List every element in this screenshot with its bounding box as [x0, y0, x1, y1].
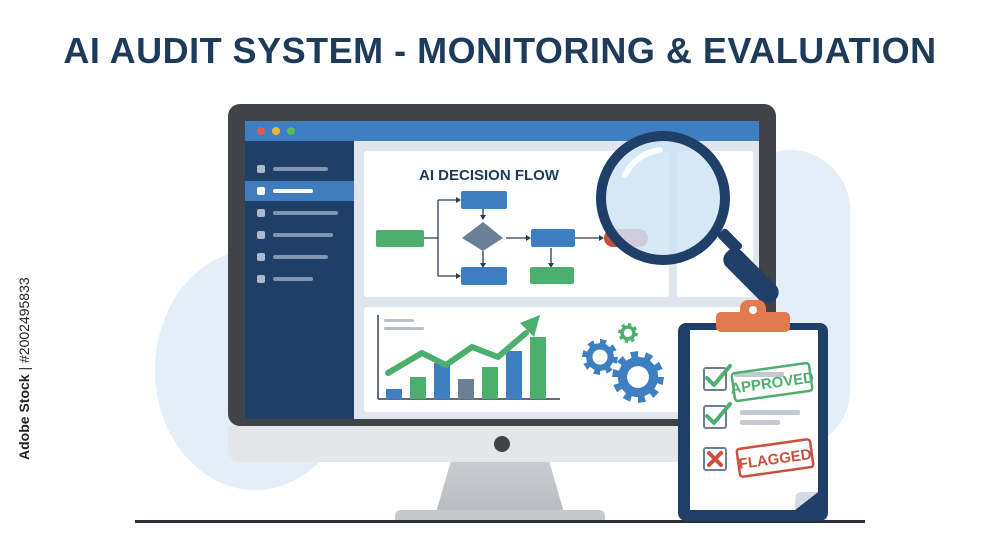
- sidebar-item-2[interactable]: [245, 181, 354, 201]
- check-icon: [705, 364, 732, 387]
- flow-process-node-bottom: [461, 267, 507, 285]
- sidebar-item-label: [273, 167, 328, 171]
- watermark-text: Adobe Stock | #2002495833: [16, 277, 32, 460]
- sidebar-item-label: [273, 277, 313, 281]
- power-button-icon[interactable]: [494, 436, 510, 452]
- sidebar-item-label: [273, 233, 333, 237]
- sidebar-bullet: [257, 253, 265, 261]
- chart-bar: [530, 337, 546, 399]
- sidebar-item-1[interactable]: [245, 159, 354, 179]
- window-minimize-dot[interactable]: [272, 127, 280, 135]
- clipboard-icon: APPROVED FLAGGED: [678, 300, 828, 521]
- gears-icon: [582, 323, 664, 403]
- trend-arrow-head: [520, 315, 540, 337]
- sidebar-bullet: [257, 165, 265, 173]
- check-icon: [705, 402, 732, 425]
- chart-bar: [458, 379, 474, 399]
- legend-line-1: [384, 319, 414, 322]
- sidebar: [245, 141, 354, 419]
- chart-bar: [386, 389, 402, 399]
- page-title: AI AUDIT SYSTEM - MONITORING & EVALUATIO…: [63, 30, 937, 71]
- sidebar-bullet: [257, 209, 265, 217]
- sidebar-item-label: [273, 255, 328, 259]
- sidebar-item-3[interactable]: [245, 203, 354, 223]
- magnifier-icon: [596, 131, 779, 304]
- flow-title: AI DECISION FLOW: [419, 167, 559, 184]
- checkbox-2: [703, 405, 727, 429]
- sidebar-item-4[interactable]: [245, 225, 354, 245]
- monitor-stand-neck: [435, 462, 565, 516]
- flow-start-node: [376, 230, 424, 247]
- analytics-chart: [377, 315, 560, 400]
- window-close-dot[interactable]: [257, 127, 265, 135]
- window-titlebar: [245, 121, 759, 141]
- flow-process-node-top: [461, 191, 507, 209]
- legend-line-2: [384, 327, 424, 330]
- monitor-stand-base: [395, 510, 605, 522]
- flagged-stamp: [735, 438, 815, 478]
- approved-stamp: [730, 361, 814, 403]
- flow-decision-node: [462, 222, 503, 251]
- flow-output-node: [530, 267, 574, 284]
- trend-line: [385, 330, 529, 376]
- chart-bar: [434, 363, 450, 399]
- sidebar-item-label: [273, 189, 313, 193]
- window-maximize-dot[interactable]: [287, 127, 295, 135]
- sidebar-item-label: [273, 211, 338, 215]
- cross-icon: [707, 451, 723, 467]
- sidebar-item-5[interactable]: [245, 247, 354, 267]
- watermark-brand: Adobe Stock: [16, 374, 32, 460]
- sidebar-bullet: [257, 231, 265, 239]
- checkbox-1: [703, 367, 727, 391]
- chart-bar: [506, 351, 522, 399]
- watermark-number: #2002495833: [16, 277, 32, 363]
- sidebar-bullet: [257, 187, 265, 195]
- sidebar-item-6[interactable]: [245, 269, 354, 289]
- chart-bar: [410, 377, 426, 399]
- chart-bar: [482, 367, 498, 399]
- flow-process-node-mid: [531, 229, 575, 247]
- ground-line: [135, 520, 865, 523]
- sidebar-bullet: [257, 275, 265, 283]
- decision-flow-diagram: [376, 191, 648, 285]
